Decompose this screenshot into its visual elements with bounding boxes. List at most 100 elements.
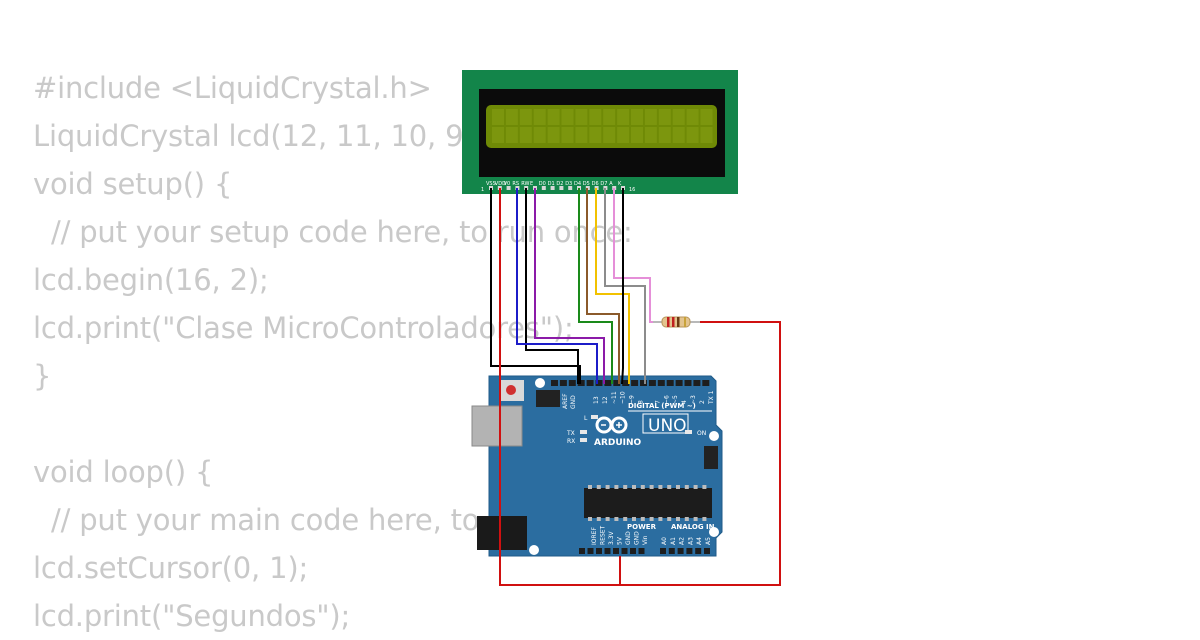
lcd-char-cell (547, 127, 560, 143)
header-pin[interactable] (693, 380, 701, 386)
wire-rw-gnd (525, 188, 579, 384)
digital-pin-label: 13 (593, 396, 600, 404)
header-pin[interactable] (684, 380, 692, 386)
chip-leg (640, 517, 645, 521)
power-label: POWER (627, 523, 657, 531)
chip-leg (658, 517, 663, 521)
wire-k-gnd (621, 188, 624, 385)
analog-pin-label: A0 (661, 537, 668, 545)
header-pin[interactable] (675, 380, 683, 386)
digital-pin-label: 8 (638, 400, 645, 404)
lcd-char-cell (617, 109, 630, 125)
header-pin[interactable] (677, 548, 684, 554)
resistor-band (684, 317, 686, 327)
chip-leg (693, 485, 698, 489)
wire-a-resistor (613, 188, 653, 323)
header-pin[interactable] (668, 548, 675, 554)
digital-pin-label: 7 (654, 400, 661, 404)
header-pin[interactable] (630, 548, 636, 554)
wire-resistor-5v (620, 321, 781, 586)
led-tx (580, 430, 587, 434)
reset-button[interactable] (506, 385, 516, 395)
chip-leg (588, 485, 592, 489)
lcd-char-cell (492, 109, 504, 125)
wires (490, 188, 781, 586)
mounting-hole (709, 431, 719, 441)
digital-pin-label: ~9 (629, 395, 636, 404)
power-jack (477, 516, 527, 550)
resistor-band (672, 317, 675, 327)
header-pin[interactable] (631, 380, 639, 386)
lcd-pin-label: K (618, 181, 622, 187)
wire-rs-pin12 (516, 188, 598, 384)
lcd-char-cell (561, 127, 574, 143)
power-pin-label: 3.3V (608, 530, 615, 545)
header-pin[interactable] (704, 548, 710, 554)
lcd-pin-label: RS (512, 181, 519, 187)
digital-pin-label: ~3 (690, 395, 697, 404)
chip-leg (614, 517, 619, 521)
chip-leg (605, 485, 610, 489)
code-line: void loop() { (33, 455, 214, 489)
header-pin[interactable] (660, 548, 666, 554)
code-line: lcd.begin(16, 2); (33, 263, 269, 297)
digital-pin-label: RX 0 (717, 390, 724, 404)
header-pin[interactable] (604, 548, 611, 554)
header-pin[interactable] (702, 380, 710, 386)
header-pin[interactable] (559, 380, 567, 386)
lcd-pin-label: RW (521, 181, 529, 187)
chip-leg (684, 517, 689, 521)
header-pin[interactable] (640, 380, 647, 386)
header-pin[interactable] (568, 380, 576, 386)
header-pin[interactable] (596, 548, 602, 554)
chip-leg (614, 485, 619, 489)
chip-leg (649, 517, 654, 521)
model-box (642, 413, 689, 434)
analog-in-label: ANALOG IN (671, 523, 715, 531)
header-pin[interactable] (621, 548, 628, 554)
lcd-char-cell (561, 109, 574, 125)
wire-d6-pin8 (595, 188, 630, 384)
digital-pin-label: TX 1 (708, 390, 715, 405)
digital-pin-header (551, 380, 710, 386)
code-line: // put your setup code here, to run once… (33, 215, 633, 249)
power-pin-header (579, 548, 645, 554)
digital-pin-label: 12 (602, 396, 609, 404)
header-pin[interactable] (595, 380, 603, 386)
header-pin[interactable] (587, 548, 594, 554)
lcd-char-cell (505, 109, 518, 125)
analog-pin-label: A2 (679, 537, 686, 545)
analog-pin-label: A5 (705, 537, 712, 545)
chip-leg (605, 517, 610, 521)
lcd-char-cell (617, 127, 630, 143)
header-pin[interactable] (622, 380, 630, 386)
header-pin[interactable] (577, 380, 585, 386)
header-pin[interactable] (613, 548, 619, 554)
lcd-char-cell (533, 109, 546, 125)
header-pin[interactable] (551, 380, 558, 386)
header-pin[interactable] (686, 548, 693, 554)
lcd-pin-label: D4 (574, 181, 581, 187)
header-pin[interactable] (648, 380, 656, 386)
lcd-char-cell (700, 109, 713, 125)
chip-leg (623, 485, 628, 489)
header-pin[interactable] (695, 548, 702, 554)
lcd-char-cell (672, 127, 685, 143)
header-pin[interactable] (613, 380, 621, 386)
header-pin[interactable] (638, 548, 645, 554)
lcd-pin (559, 186, 564, 190)
header-pin[interactable] (604, 380, 612, 386)
lcd-char-cell (505, 127, 518, 143)
header-pin[interactable] (657, 380, 665, 386)
chip-leg (632, 517, 636, 521)
lcd-pin-first: 1 (481, 187, 484, 193)
header-pin[interactable] (579, 548, 585, 554)
header-pin[interactable] (586, 380, 594, 386)
header-pin[interactable] (666, 380, 674, 386)
lcd-char-cell (575, 109, 588, 125)
chip-leg (649, 485, 654, 489)
model-label: UNO (648, 416, 687, 436)
chip-leg (676, 517, 680, 521)
